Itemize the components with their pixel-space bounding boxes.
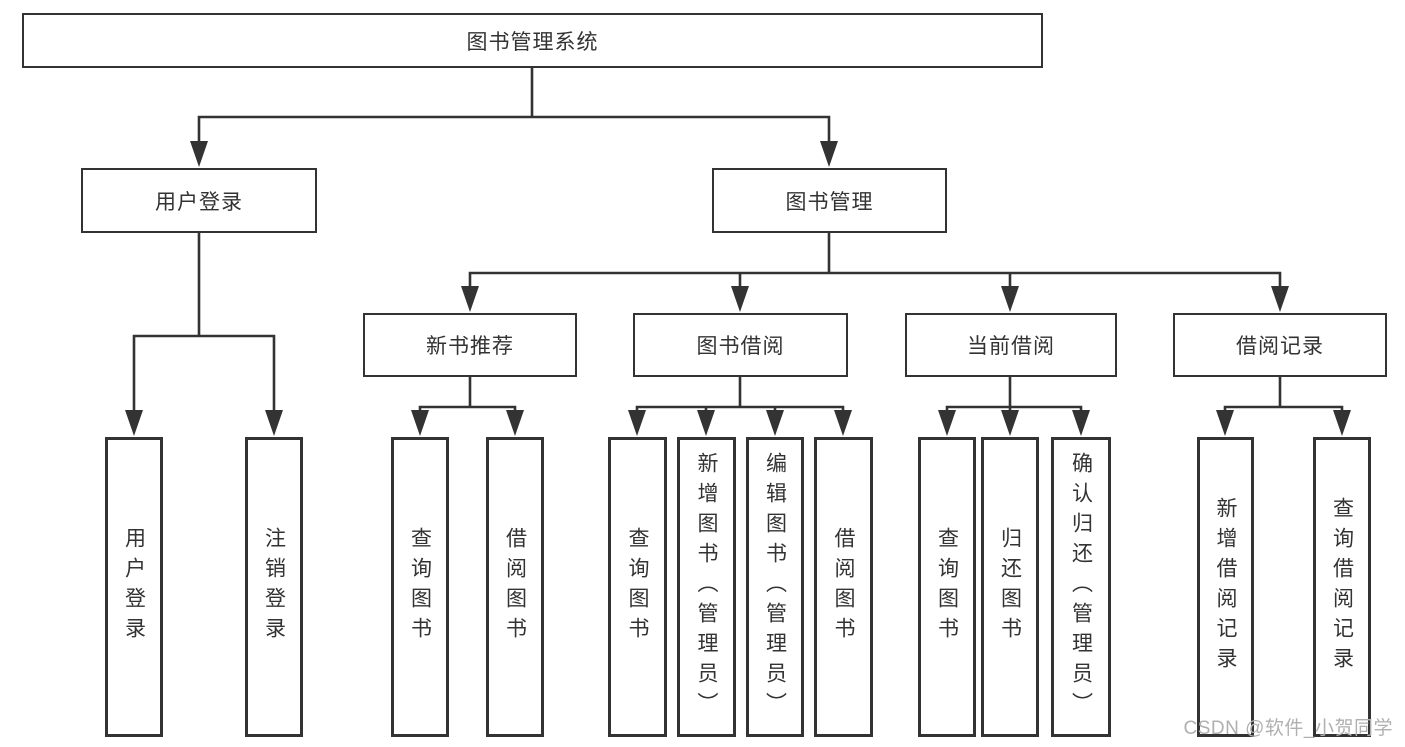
leaf-confirm-return-admin: 确认归还（管理员） (1051, 437, 1111, 737)
leaf-borrow-books-borrowing-label: 借阅图书 (832, 527, 855, 647)
leaf-return-books-label: 归还图书 (998, 527, 1022, 647)
leaf-edit-book-admin-label: 编辑图书（管理员） (763, 452, 787, 722)
leaf-borrow-books-recommend-label: 借阅图书 (503, 527, 527, 647)
leaf-add-book-admin: 新增图书（管理员） (677, 437, 736, 737)
leaf-query-books-borrowing-label: 查询图书 (626, 527, 649, 647)
node-library-management-system: 图书管理系统 (22, 13, 1043, 68)
node-new-book-recommendation: 新书推荐 (363, 313, 577, 377)
leaf-query-books-current-label: 查询图书 (935, 527, 959, 647)
leaf-query-books-current: 查询图书 (918, 437, 976, 737)
leaf-query-books-recommend: 查询图书 (391, 437, 449, 737)
node-borrowing-records: 借阅记录 (1173, 313, 1387, 377)
node-current-borrowing: 当前借阅 (905, 313, 1117, 377)
leaf-confirm-return-admin-label: 确认归还（管理员） (1069, 452, 1093, 722)
leaf-add-borrow-record-label: 新增借阅记录 (1214, 497, 1237, 677)
leaf-edit-book-admin: 编辑图书（管理员） (746, 437, 804, 737)
leaf-user-login-label: 用户登录 (122, 527, 146, 647)
leaf-borrow-books-recommend: 借阅图书 (486, 437, 544, 737)
leaf-add-borrow-record: 新增借阅记录 (1197, 437, 1254, 737)
leaf-return-books: 归还图书 (981, 437, 1039, 737)
leaf-logout-login-label: 注销登录 (262, 527, 286, 647)
node-book-borrowing: 图书借阅 (633, 313, 848, 377)
leaf-logout-login: 注销登录 (245, 437, 303, 737)
leaf-query-books-borrowing: 查询图书 (608, 437, 667, 737)
watermark: CSDN @软件_小贺同学 (1183, 718, 1393, 739)
leaf-borrow-books-borrowing: 借阅图书 (814, 437, 873, 737)
node-user-login: 用户登录 (81, 168, 317, 233)
leaf-query-books-recommend-label: 查询图书 (408, 527, 432, 647)
leaf-add-book-admin-label: 新增图书（管理员） (695, 452, 718, 722)
node-book-management: 图书管理 (712, 168, 947, 233)
leaf-user-login: 用户登录 (105, 437, 163, 737)
leaf-query-borrow-record: 查询借阅记录 (1313, 437, 1371, 737)
leaf-query-borrow-record-label: 查询借阅记录 (1330, 497, 1354, 677)
